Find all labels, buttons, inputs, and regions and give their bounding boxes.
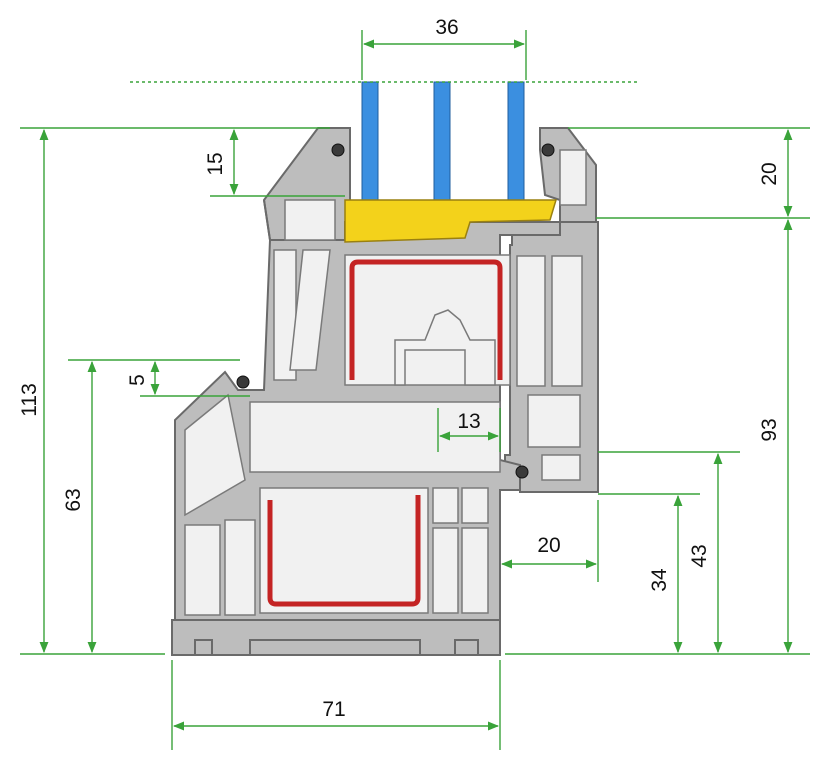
- frame-lower-chamber: [259, 487, 429, 614]
- dimension-labels: 36 113 15 20 93 5 63 13 20 34 43 71: [18, 16, 781, 721]
- frame-chamber: [559, 149, 587, 206]
- sash-chamber: [516, 255, 546, 387]
- sash-inner-hook: [394, 309, 496, 386]
- label-total-height: 113: [18, 383, 41, 416]
- profile-drawing: [171, 81, 599, 656]
- sash-chamber: [551, 255, 583, 387]
- label-inner-height-b: 43: [688, 544, 711, 567]
- label-frame-height: 93: [758, 418, 781, 441]
- label-bead-height: 15: [204, 152, 227, 175]
- frame-lower-chamber: [224, 519, 256, 616]
- label-glass-width: 36: [435, 16, 458, 39]
- gasket: [515, 465, 529, 479]
- gasket: [236, 375, 250, 389]
- frame-lower-chamber: [184, 393, 246, 517]
- frame-chamber: [541, 454, 581, 481]
- label-top-offset: 20: [758, 162, 781, 185]
- steel-reinforcement-lower: [267, 495, 421, 607]
- frame-lower-chamber: [184, 524, 221, 616]
- label-inner-height-a: 34: [648, 568, 671, 592]
- frame-lower-chamber: [432, 527, 459, 614]
- dimension-lines: [39, 39, 793, 731]
- glass-pane: [433, 81, 451, 201]
- extension-lines: [20, 30, 810, 750]
- sash-chamber: [284, 199, 336, 241]
- frame-lower-chamber: [461, 487, 489, 524]
- glazing-bead: [344, 199, 558, 243]
- sash-chamber: [289, 249, 331, 371]
- glass-pane: [507, 81, 525, 201]
- glass-pane: [361, 81, 379, 201]
- label-frame-width: 71: [322, 698, 345, 721]
- label-sash-height: 63: [62, 488, 85, 511]
- frame-lower-chamber: [432, 487, 459, 524]
- frame-chamber: [527, 394, 581, 448]
- frame-lower-chamber: [461, 527, 489, 614]
- steel-reinforcement-upper: [349, 259, 503, 380]
- label-sash-offset: 13: [457, 410, 480, 433]
- gasket: [331, 143, 345, 157]
- gasket: [541, 143, 555, 157]
- label-rebate-depth: 20: [537, 534, 560, 557]
- frame-feet: [171, 619, 501, 656]
- label-sash-overlap: 5: [126, 374, 149, 386]
